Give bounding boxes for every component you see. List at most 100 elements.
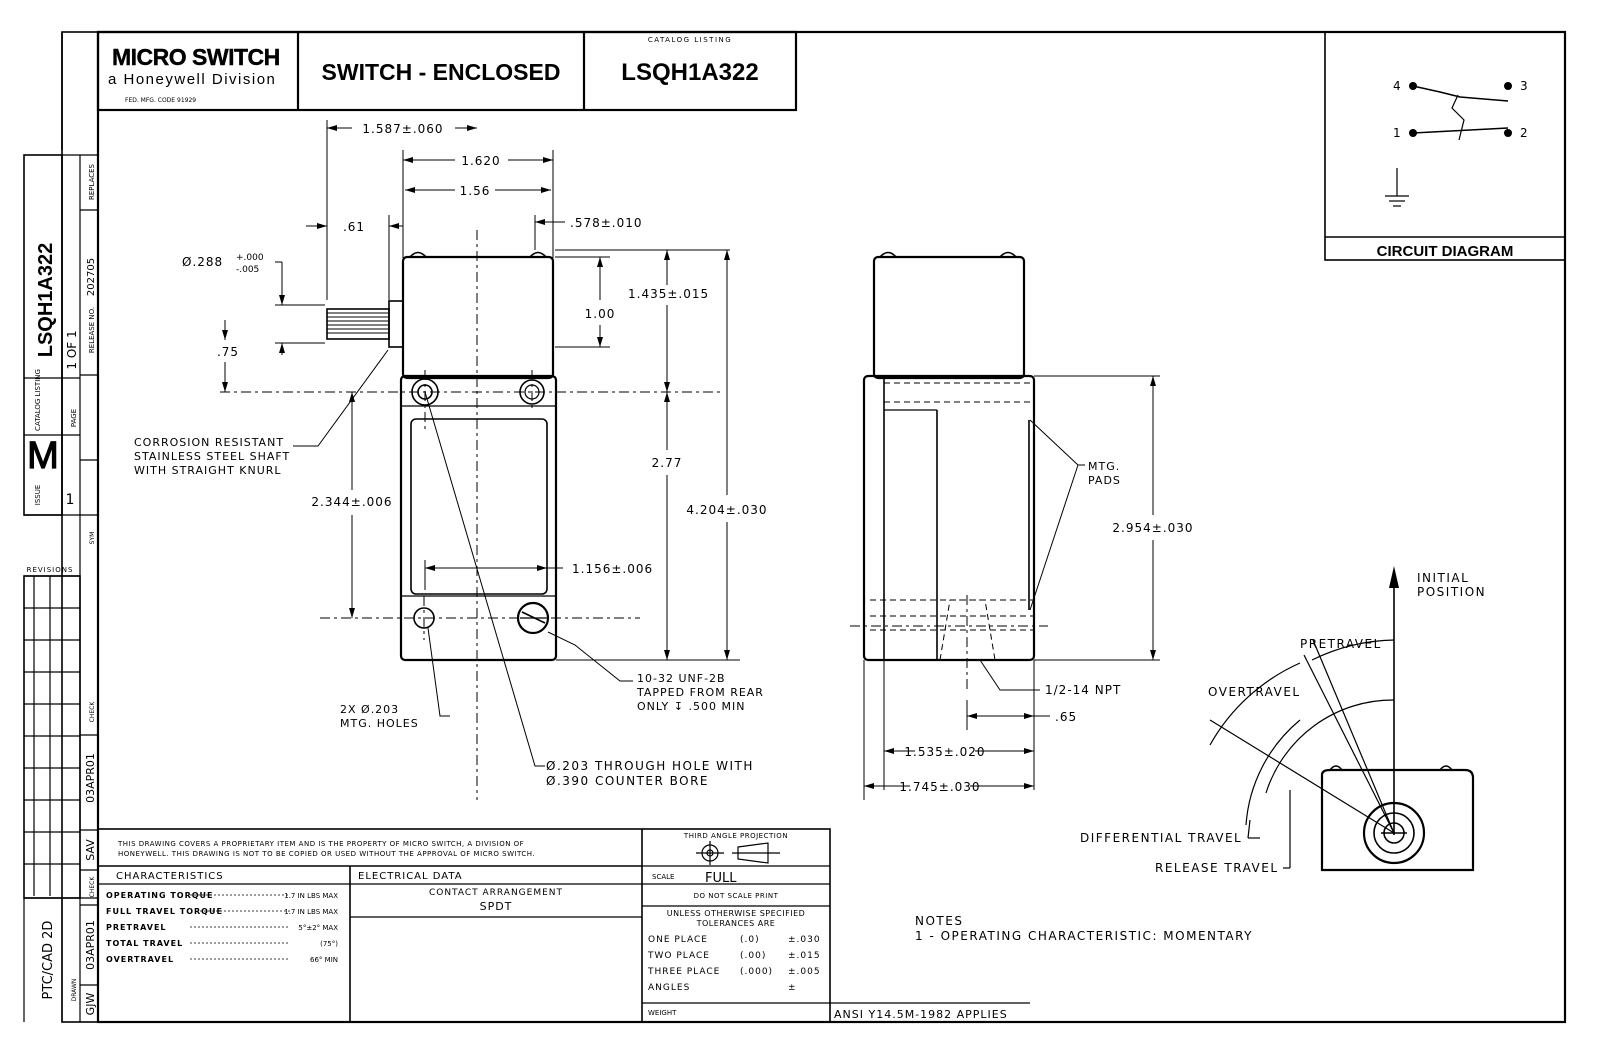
initial-2: POSITION <box>1417 585 1486 599</box>
dim-075: .75 <box>217 345 239 359</box>
release-label: RELEASE TRAVEL <box>1155 861 1279 875</box>
terminal-2: 2 <box>1520 126 1528 140</box>
tolerance-label: ONE PLACE <box>648 935 708 945</box>
characteristic-value: 66° MIN <box>310 956 338 964</box>
pretravel-label: PRETRAVEL <box>1300 637 1382 651</box>
product-title: SWITCH - ENCLOSED <box>322 59 561 85</box>
characteristic-label: OPERATING TORQUE <box>106 891 214 900</box>
side-dimensions <box>863 375 1160 800</box>
tapped-1: 10-32 UNF-2B <box>637 672 726 685</box>
callouts: CORROSION RESISTANT STAINLESS STEEL SHAF… <box>134 436 1121 788</box>
fed-mfg-code: FED. MFG. CODE 91929 <box>125 97 196 104</box>
dim-1156: 1.156±.006 <box>572 562 653 576</box>
side-view <box>850 251 1048 690</box>
dim-0578: .578±.010 <box>570 216 643 230</box>
dim-2954: 2.954±.030 <box>1112 521 1193 535</box>
side-date-2: 03APR01 <box>84 920 97 970</box>
title-block: MICRO SWITCH a Honeywell Division FED. M… <box>96 30 798 112</box>
differential-label: DIFFERENTIAL TRAVEL <box>1080 831 1242 845</box>
characteristic-label: TOTAL TRAVEL <box>106 939 183 948</box>
front-dimensions <box>224 120 740 661</box>
terminal-3: 3 <box>1520 79 1528 93</box>
initial-1: INITIAL <box>1417 571 1469 585</box>
terminal-4: 4 <box>1393 79 1401 93</box>
catalog-listing-label: CATALOG LISTING <box>648 36 732 44</box>
dim-1620: 1.620 <box>461 154 500 168</box>
mtg-pads-2: PADS <box>1088 474 1121 487</box>
tol-title-2: TOLERANCES ARE <box>696 919 776 928</box>
side-initials-2: GJW <box>84 993 97 1016</box>
tol-title-1: UNLESS OTHERWISE SPECIFIED <box>667 909 806 918</box>
through-2: Ø.390 COUNTER BORE <box>546 774 709 788</box>
characteristic-value: 5°±2° MAX <box>298 924 338 932</box>
side-cad: PTC/CAD 2D <box>41 921 56 1000</box>
tolerance-places: (.00) <box>740 951 766 961</box>
shaft-note-1: CORROSION RESISTANT <box>134 436 284 449</box>
dimension-labels: 1.587±.060 1.620 1.56 .61 .578±.010 Ø.28… <box>182 122 1193 794</box>
characteristic-value: (75°) <box>320 940 338 948</box>
shaft-note-3: WITH STRAIGHT KNURL <box>134 464 282 477</box>
dim-156: 1.56 <box>460 184 491 198</box>
side-issue-label: ISSUE <box>34 485 42 506</box>
characteristics-label: CHARACTERISTICS <box>116 871 224 882</box>
drawing-border <box>96 30 1567 1024</box>
side-replaces-label: REPLACES <box>88 163 96 200</box>
dim-1435: 1.435±.015 <box>628 287 709 301</box>
terminal-1: 1 <box>1393 126 1401 140</box>
side-initials-1: SAV <box>84 839 97 861</box>
characteristic-value: 1.7 IN LBS MAX <box>284 892 338 900</box>
side-release-no: 202705 <box>86 258 97 296</box>
dim-shaft-dia: Ø.288 <box>182 255 223 269</box>
scale-label: SCALE <box>652 873 674 881</box>
overtravel-label: OVERTRAVEL <box>1208 685 1301 699</box>
drawn-label: DRAWN <box>71 979 78 1002</box>
side-issue: 1 <box>66 492 75 508</box>
tolerance-value: ±.005 <box>788 967 821 977</box>
check-label-1: CHECK <box>89 701 96 723</box>
through-1: Ø.203 THROUGH HOLE WITH <box>546 759 754 773</box>
logo-subtitle: a Honeywell Division <box>108 71 276 88</box>
front-view <box>220 230 720 800</box>
mtg-pads-1: MTG. <box>1088 460 1120 473</box>
dim-2344: 2.344±.006 <box>311 495 392 509</box>
characteristic-label: OVERTRAVEL <box>106 955 174 964</box>
catalog-listing: LSQH1A322 <box>621 59 758 86</box>
check-label-2: CHECK <box>89 876 96 898</box>
travel-diagram: INITIAL POSITION PRETRAVEL OVERTRAVEL DI… <box>1080 566 1486 875</box>
dim-100: 1.00 <box>585 307 616 321</box>
tolerance-value: ±.015 <box>788 951 821 961</box>
mtg-holes-2: MTG. HOLES <box>340 717 419 730</box>
circuit-diagram: CIRCUIT DIAGRAM 4 3 1 2 <box>1324 31 1566 261</box>
notes-title: NOTES <box>915 914 963 928</box>
tolerance-places: (.0) <box>740 935 760 945</box>
front-arrowheads <box>222 125 730 660</box>
third-angle: THIRD ANGLE PROJECTION <box>683 832 788 840</box>
side-catalog: LSQH1A322 <box>35 243 57 358</box>
tapped-3: ONLY ↧ .500 MIN <box>637 700 745 713</box>
dim-061: .61 <box>343 220 365 234</box>
characteristic-label: PRETRAVEL <box>106 923 167 932</box>
dim-065: .65 <box>1055 710 1077 724</box>
side-date-1: 03APR01 <box>84 753 97 803</box>
side-arrowheads <box>864 376 1156 789</box>
contact-label: CONTACT ARRANGEMENT <box>429 888 563 898</box>
projection-symbol-cone <box>737 842 769 864</box>
side-sym-label: SYM <box>89 532 96 545</box>
contact-value: SPDT <box>480 900 513 913</box>
electrical-label: ELECTRICAL DATA <box>358 871 463 882</box>
scale-value: FULL <box>705 871 737 886</box>
side-page: 1 OF 1 <box>65 330 79 369</box>
bottom-block: THIS DRAWING COVERS A PROPRIETARY ITEM A… <box>97 828 1030 1023</box>
tapped-2: TAPPED FROM REAR <box>636 686 764 699</box>
side-m-mark: M <box>27 435 59 477</box>
side-catalog-label: CATALOG LISTING <box>34 369 42 431</box>
characteristic-label: FULL TRAVEL TORQUE <box>106 907 223 916</box>
dim-npt: 1/2-14 NPT <box>1045 683 1121 697</box>
circuit-title: CIRCUIT DIAGRAM <box>1377 243 1514 260</box>
dim-shaft-tol-bot: -.005 <box>236 265 259 275</box>
tolerance-value: ±.030 <box>788 935 821 945</box>
do-not-scale: DO NOT SCALE PRINT <box>694 892 779 900</box>
dim-shaft-tol-top: +.000 <box>236 253 264 263</box>
weight-label: WEIGHT <box>648 1009 677 1017</box>
tolerance-label: THREE PLACE <box>647 967 720 977</box>
